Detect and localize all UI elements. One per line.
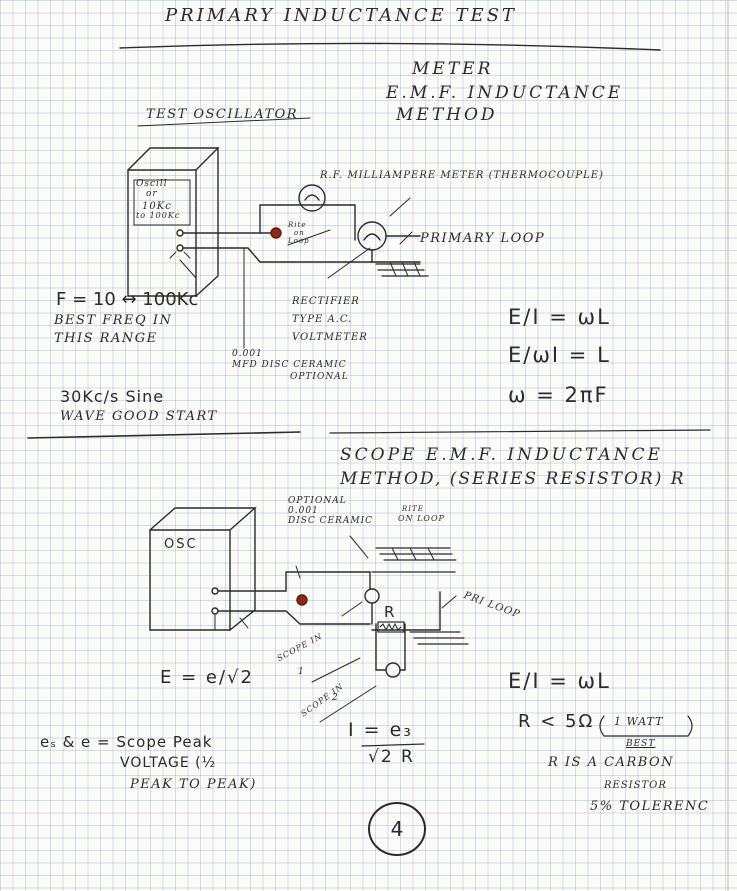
osc-box-line4: to 100Kc bbox=[136, 211, 181, 220]
formula-i-denominator: √2 R bbox=[368, 747, 415, 767]
section-divider-2 bbox=[329, 429, 711, 434]
scope-peak-line2: Voltage (½ bbox=[120, 755, 217, 771]
scope-in-2-num: 2 bbox=[332, 693, 339, 703]
capacitor-line1: 0.001 bbox=[232, 349, 263, 359]
osc-box-line3: 10Kc bbox=[142, 201, 172, 212]
carbon-line1: R is a Carbon bbox=[548, 755, 675, 770]
scope-in-1-num: 1 bbox=[298, 667, 305, 677]
frequency-range: F = 10 ↔ 100Kc bbox=[56, 289, 199, 310]
osc-label: OSC bbox=[164, 537, 198, 552]
watt-bracket bbox=[599, 715, 693, 737]
rectifier-line3: Voltmeter bbox=[292, 332, 368, 343]
scope-peak-line1: eₛ & e = Scope Peak bbox=[40, 733, 213, 751]
terminal-dot-1 bbox=[270, 227, 282, 239]
title-underline bbox=[119, 42, 661, 51]
optional-cap-line3: Disc Ceramic bbox=[288, 516, 374, 526]
rite-loop2-line2: on Loop bbox=[398, 514, 445, 523]
section2-heading-line1: Scope E.M.F. Inductance bbox=[340, 445, 663, 465]
formula-i-numerator: I = e₃ bbox=[348, 719, 413, 741]
carbon-line3: 5% Tolerenc bbox=[590, 799, 710, 814]
rite-label-3: Loop bbox=[288, 237, 310, 245]
osc-box-line2: or bbox=[146, 189, 158, 199]
formula-ei: E/I = ωL bbox=[508, 669, 611, 693]
rf-meter-label: R.F. Milliampere Meter (Thermocouple) bbox=[320, 170, 604, 181]
rite-loop2-line1: Rite bbox=[402, 505, 424, 513]
section2-heading-line2: Method, (Series Resistor) R bbox=[340, 469, 686, 489]
oscillator-box-1 bbox=[127, 147, 220, 297]
rite-label-2: on bbox=[294, 229, 305, 237]
section1-heading-line3: Method bbox=[396, 105, 498, 125]
best-freq-line2: This Range bbox=[54, 331, 158, 346]
start-line2: Wave Good Start bbox=[60, 409, 218, 424]
section1-heading-line2: E.M.F. Inductance bbox=[386, 83, 624, 103]
formula-r: R < 5Ω bbox=[518, 711, 595, 732]
start-line1: 30Kc/s Sine bbox=[60, 387, 165, 406]
formula-3: ω = 2πF bbox=[508, 383, 609, 407]
circuit-2-wiring bbox=[204, 535, 469, 723]
page-number: 4 bbox=[368, 802, 426, 856]
best-label: Best bbox=[626, 739, 656, 749]
section1-heading-line1: Meter bbox=[412, 59, 494, 79]
capacitor-line2: μFd Disc Ceramic bbox=[232, 360, 347, 370]
rectifier-line2: Type A.C. bbox=[292, 314, 353, 325]
resistor-label: R bbox=[384, 603, 395, 621]
best-freq-line1: Best Freq in bbox=[54, 313, 173, 328]
optional-cap-line2: 0.001 bbox=[288, 506, 319, 516]
fraction-bar bbox=[361, 743, 425, 747]
optional-cap-line1: Optional bbox=[288, 496, 347, 506]
page-title: Primary Inductance Test bbox=[165, 5, 517, 26]
rite-label-1: Rite bbox=[288, 221, 307, 229]
osc-box-line1: Oscill bbox=[136, 179, 168, 189]
rectifier-line1: Rectifier bbox=[292, 296, 360, 307]
oscillator-underline bbox=[137, 117, 311, 127]
carbon-line2: Resistor bbox=[604, 780, 667, 791]
terminal-dot-2 bbox=[296, 594, 308, 606]
oscillator-box-2 bbox=[149, 507, 257, 631]
primary-loop-label: Primary Loop bbox=[420, 231, 546, 246]
scope-peak-line3: Peak to Peak) bbox=[130, 777, 257, 792]
test-oscillator-label: Test Oscillator bbox=[146, 107, 299, 122]
formula-e: E = e/√2 bbox=[160, 667, 254, 688]
formula-1: E/I = ωL bbox=[508, 305, 611, 329]
formula-2: E/ωI = L bbox=[508, 343, 611, 367]
section-divider bbox=[27, 431, 301, 439]
one-watt-label: 1 watt bbox=[614, 715, 664, 728]
capacitor-line3: Optional bbox=[290, 372, 349, 382]
